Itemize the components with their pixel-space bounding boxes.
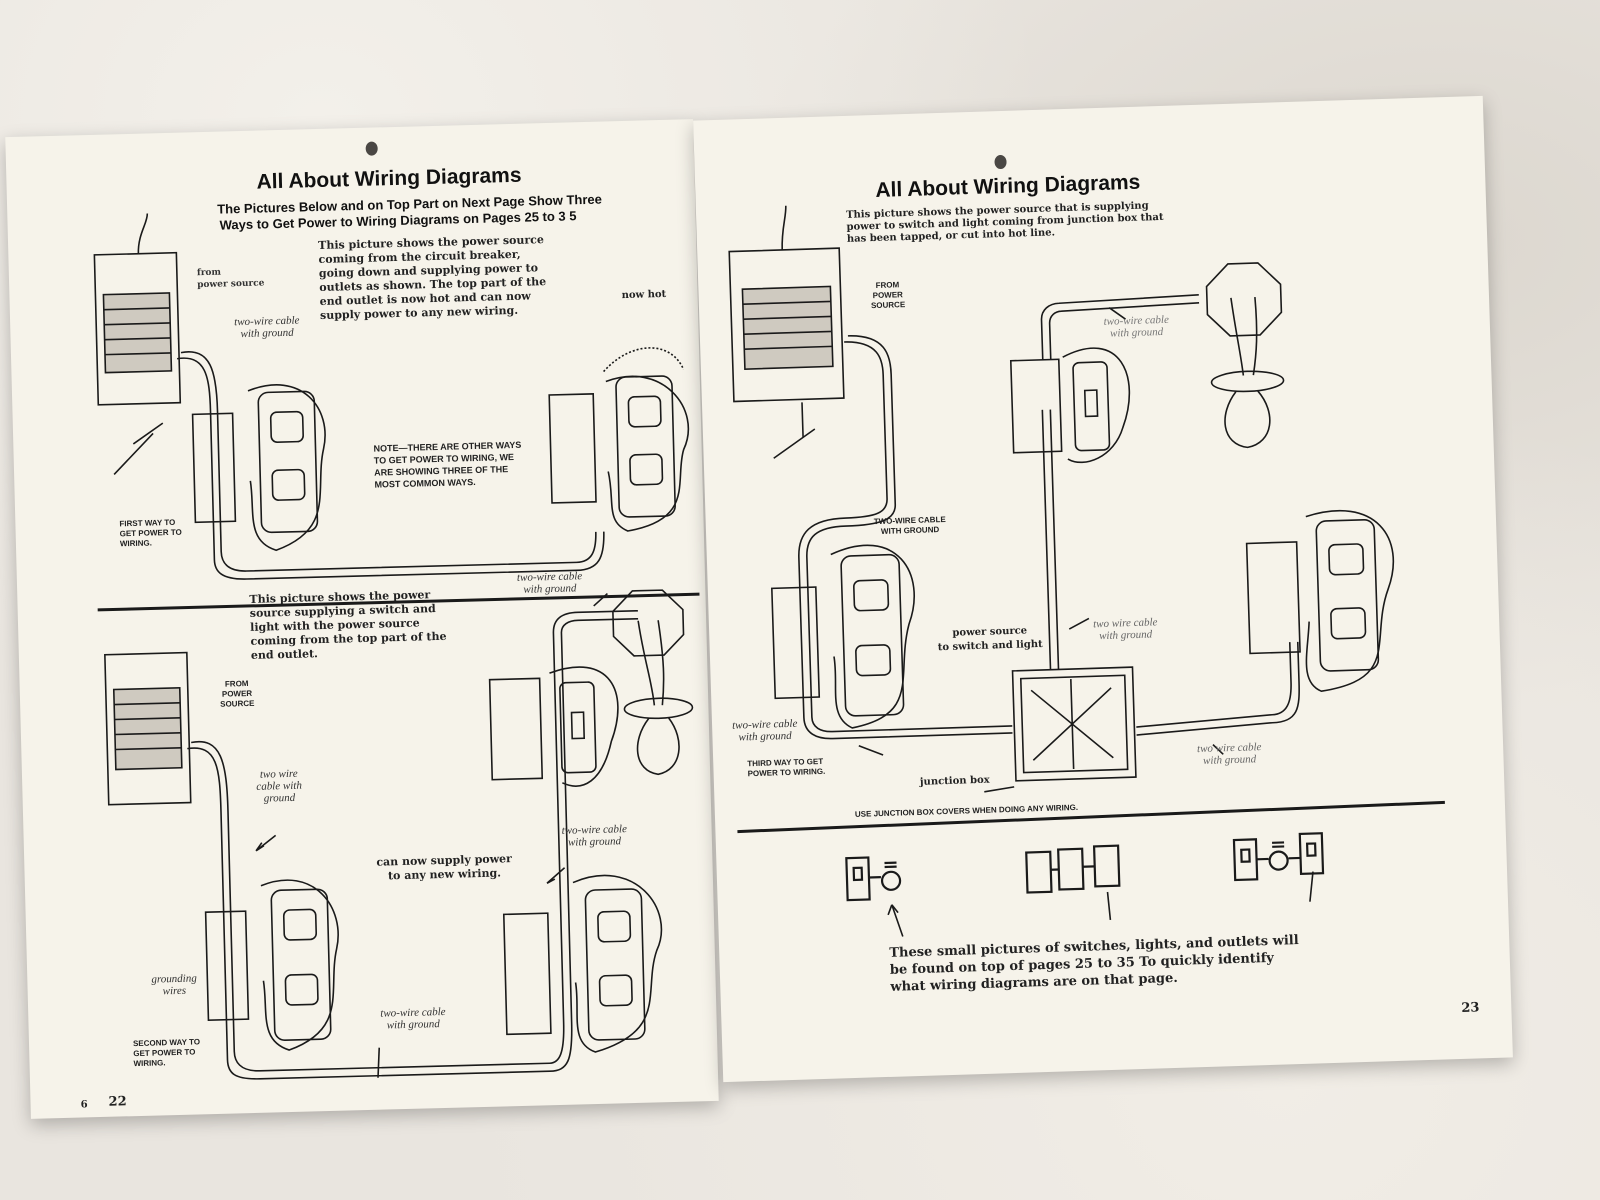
switch-symbol-icon bbox=[1232, 838, 1259, 882]
cable-label: TWO-WIRE CABLE WITH GROUND bbox=[873, 514, 946, 536]
arrow-icon bbox=[1309, 871, 1314, 902]
switch-icon bbox=[1072, 361, 1111, 452]
bottom-description: This picture shows the power source supp… bbox=[249, 588, 447, 662]
arrow-icon bbox=[887, 904, 904, 937]
from-power-source-label: from POWER SOURCE bbox=[220, 678, 255, 709]
cable-label: two-wire cable with ground bbox=[1103, 313, 1170, 340]
note-text: NOTE—THERE ARE OTHER WAYS TO GET POWER T… bbox=[373, 439, 522, 490]
outlet-icon bbox=[584, 888, 646, 1041]
right-wiring-diagram bbox=[728, 205, 1445, 937]
light-box-icon bbox=[1205, 262, 1283, 337]
junction-box-label: junction box bbox=[919, 774, 990, 788]
left-wiring-diagrams bbox=[93, 213, 700, 1080]
cable-label: two-wire cable with ground bbox=[380, 1005, 446, 1032]
outlet-symbol-icon bbox=[1092, 844, 1121, 888]
outlet-icon bbox=[257, 390, 319, 534]
junction-box-icon bbox=[1011, 666, 1137, 782]
cable-label: two wire cable with ground bbox=[256, 767, 303, 805]
right-page: All About Wiring Diagrams This picture s… bbox=[693, 95, 1513, 1083]
breaker-panel-icon bbox=[93, 251, 182, 406]
second-way-label: SECOND WAY TO GET POWER TO WIRING. bbox=[132, 1037, 201, 1069]
cable-label: two-wire cable with ground bbox=[561, 823, 628, 849]
light-symbol-icon bbox=[1268, 850, 1289, 871]
breaker-panel-icon bbox=[728, 247, 845, 403]
third-way-label: THIRD WAY TO GET POWER TO WIRING. bbox=[747, 756, 826, 779]
outlet-icon bbox=[1315, 518, 1380, 672]
from-power-source-label: from POWER SOURCE bbox=[870, 280, 906, 311]
breaker-panel-icon bbox=[104, 651, 192, 806]
cable-label: two wire cable with ground bbox=[1092, 616, 1158, 643]
switch-symbol-icon bbox=[1298, 832, 1325, 876]
outlet-icon bbox=[270, 888, 332, 1041]
cable-label: two wire cable with ground bbox=[1196, 741, 1262, 767]
grounding-wires-label: grounding wires bbox=[151, 972, 197, 998]
light-box-icon bbox=[612, 589, 685, 657]
cable-label: two-wire cable with ground bbox=[731, 717, 798, 744]
page-number: 22 bbox=[108, 1094, 127, 1110]
arrow-icon bbox=[1106, 891, 1112, 921]
margin-mark: 6 bbox=[80, 1099, 88, 1111]
switch-symbol-icon bbox=[845, 856, 871, 902]
power-source-label: power source to switch and light bbox=[937, 625, 1043, 654]
now-hot-label: now hot bbox=[621, 288, 667, 302]
light-bulb-icon bbox=[636, 717, 680, 776]
outlet-symbol-icon bbox=[1025, 850, 1053, 894]
outlet-icon bbox=[840, 553, 905, 717]
first-way-label: FIRST WAY TO GET POWER TO WIRING. bbox=[119, 517, 182, 549]
cable-label: two-wire cable with ground bbox=[234, 314, 300, 341]
supply-power-label: can now supply power to any new wiring. bbox=[376, 852, 513, 883]
cable-label: two-wire cable with ground bbox=[516, 570, 583, 596]
light-symbol-icon bbox=[880, 870, 902, 891]
top-description: This picture shows the power source comi… bbox=[318, 233, 547, 322]
page-number: 23 bbox=[1461, 1000, 1480, 1016]
light-bulb-icon bbox=[1224, 390, 1271, 449]
from-power-source-label: from power source bbox=[196, 267, 265, 291]
left-page: All About Wiring Diagrams The Pictures B… bbox=[5, 119, 719, 1119]
outlet-symbol-icon bbox=[1057, 847, 1085, 891]
switch-icon bbox=[559, 681, 597, 774]
